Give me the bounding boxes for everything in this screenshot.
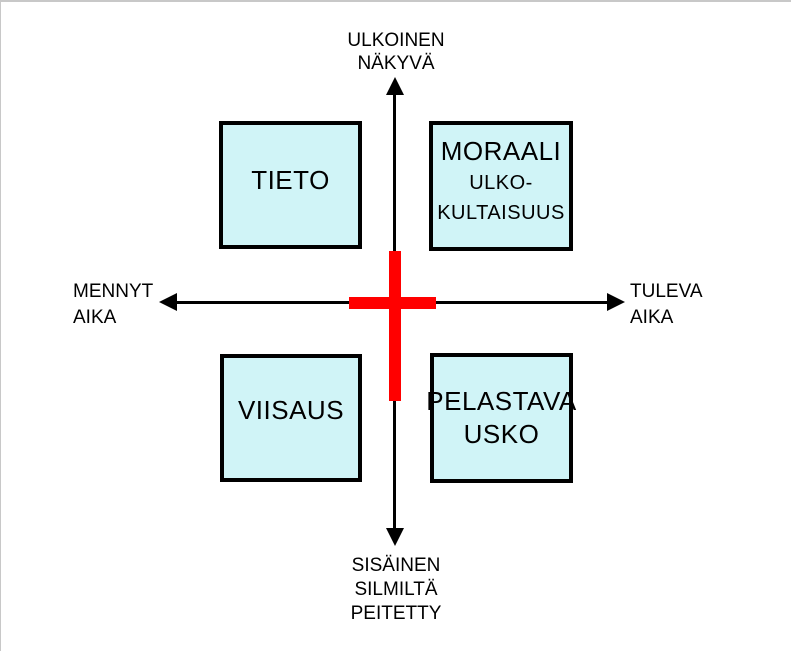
axis-label-bottom: SISÄINEN SILMILTÄ PEITETTY [296, 554, 496, 626]
axis-label-top: ULKOINEN NÄKYVÄ [296, 29, 496, 75]
red-cross-horizontal-bar [349, 297, 436, 309]
tieto-label: TIETO [251, 164, 330, 195]
moraali-sub-line2: KULTAISUUS [437, 202, 565, 224]
red-cross-vertical-bar [389, 251, 401, 401]
pelastava-line2: USKO [463, 419, 540, 449]
axis-label-left-line2: AIKA [73, 307, 117, 328]
axis-label-right-line1: TULEVA [630, 281, 703, 302]
moraali-sub-line1: ULKO- [469, 172, 533, 194]
viisaus-label: VIISAUS [237, 394, 345, 425]
quadrant-box-tieto: TIETO [219, 121, 362, 249]
quadrant-box-pelastava-usko: PELASTAVA USKO [426, 353, 576, 483]
arrow-up-icon [386, 77, 404, 95]
axis-label-left: MENNYT AIKA [73, 279, 183, 331]
axis-label-top-line2: NÄKYVÄ [357, 53, 435, 74]
axis-label-bottom-line2: SILMILTÄ [354, 579, 438, 600]
arrow-down-icon [386, 528, 404, 546]
axis-label-top-line1: ULKOINEN [347, 30, 445, 51]
arrow-right-icon [607, 293, 625, 311]
axis-label-right: TULEVA AIKA [630, 279, 740, 331]
arrow-left-icon [159, 293, 177, 311]
axis-label-left-line1: MENNYT [73, 281, 154, 302]
quadrant-box-moraali: MORAALI ULKO- KULTAISUUS [429, 121, 573, 251]
axis-label-bottom-line3: PEITETTY [350, 603, 442, 624]
moraali-title: MORAALI [440, 136, 562, 166]
pelastava-line1: PELASTAVA [426, 386, 577, 416]
axis-label-bottom-line1: SISÄINEN [351, 555, 441, 576]
axis-label-right-line2: AIKA [630, 307, 674, 328]
quadrant-box-viisaus: VIISAUS [220, 354, 362, 482]
